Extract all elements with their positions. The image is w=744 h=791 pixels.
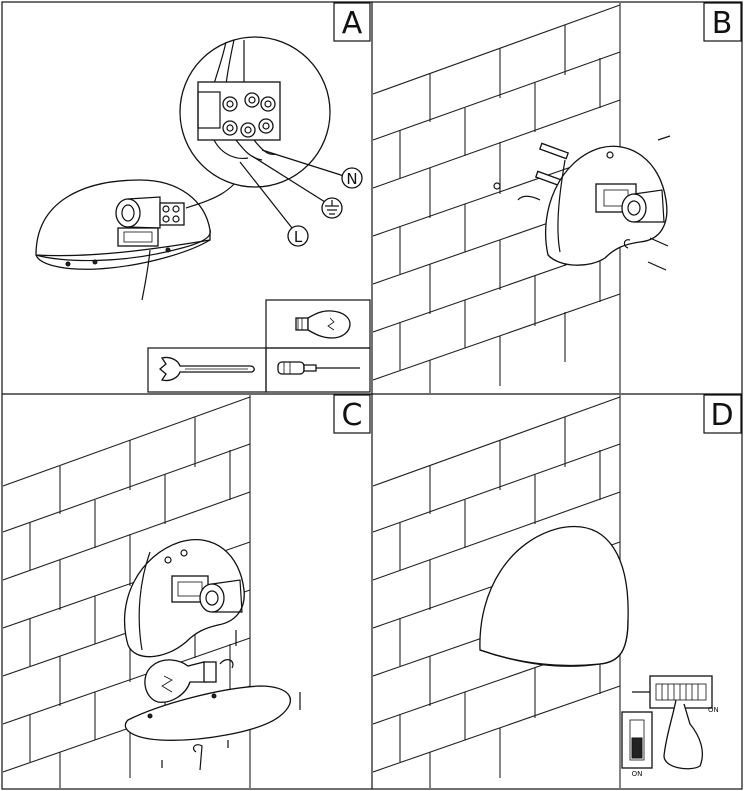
panel-c: C	[3, 394, 371, 788]
spanner-icon	[158, 356, 255, 382]
panel-d: D ON ON	[373, 394, 742, 788]
tools-legend	[147, 299, 371, 393]
terminal-detail-zoom	[179, 36, 331, 188]
mounting-screws	[623, 135, 671, 271]
live-leader	[239, 161, 293, 229]
supply-cable	[141, 249, 151, 301]
light-bulb-icon	[295, 310, 351, 339]
panel-letter-b: B	[712, 6, 733, 41]
live-label: L	[294, 228, 303, 246]
panel-letter-box-a	[333, 2, 371, 42]
screwdriver-icon	[277, 361, 360, 375]
bulb-insert	[144, 659, 234, 703]
panel-letter-d: D	[710, 398, 733, 433]
switch-panel-illustration: ON ON	[621, 675, 719, 778]
terminal-block	[159, 202, 185, 226]
fixing-screws-c	[161, 740, 229, 771]
panel-letter-c: C	[342, 398, 363, 433]
wall-plugs	[493, 142, 570, 190]
lamp-base-with-holder	[123, 539, 245, 658]
panel-letter-box-d	[703, 394, 742, 434]
switch-on-label-horizontal: ON	[708, 706, 719, 714]
panel-letter-a: A	[342, 6, 363, 41]
lamp-holder	[115, 198, 141, 228]
switch-on-label-vertical: ON	[632, 770, 643, 778]
neutral-label: N	[346, 170, 357, 188]
live-marker	[287, 225, 309, 247]
earth-leader	[251, 155, 326, 203]
assembled-lamp	[479, 525, 629, 667]
panel-letter-box-c	[333, 394, 371, 434]
neutral-leader	[261, 149, 345, 177]
lamp-base-mounting	[517, 145, 668, 266]
panel-letter-box-b	[703, 2, 742, 42]
panel-a: A	[35, 2, 371, 393]
panel-b: B	[373, 2, 742, 393]
neutral-marker	[341, 167, 363, 189]
cover-plate	[124, 685, 292, 741]
hand-icon	[663, 699, 704, 770]
earth-ground-icon	[321, 197, 343, 219]
lamp-base-open	[35, 179, 211, 301]
